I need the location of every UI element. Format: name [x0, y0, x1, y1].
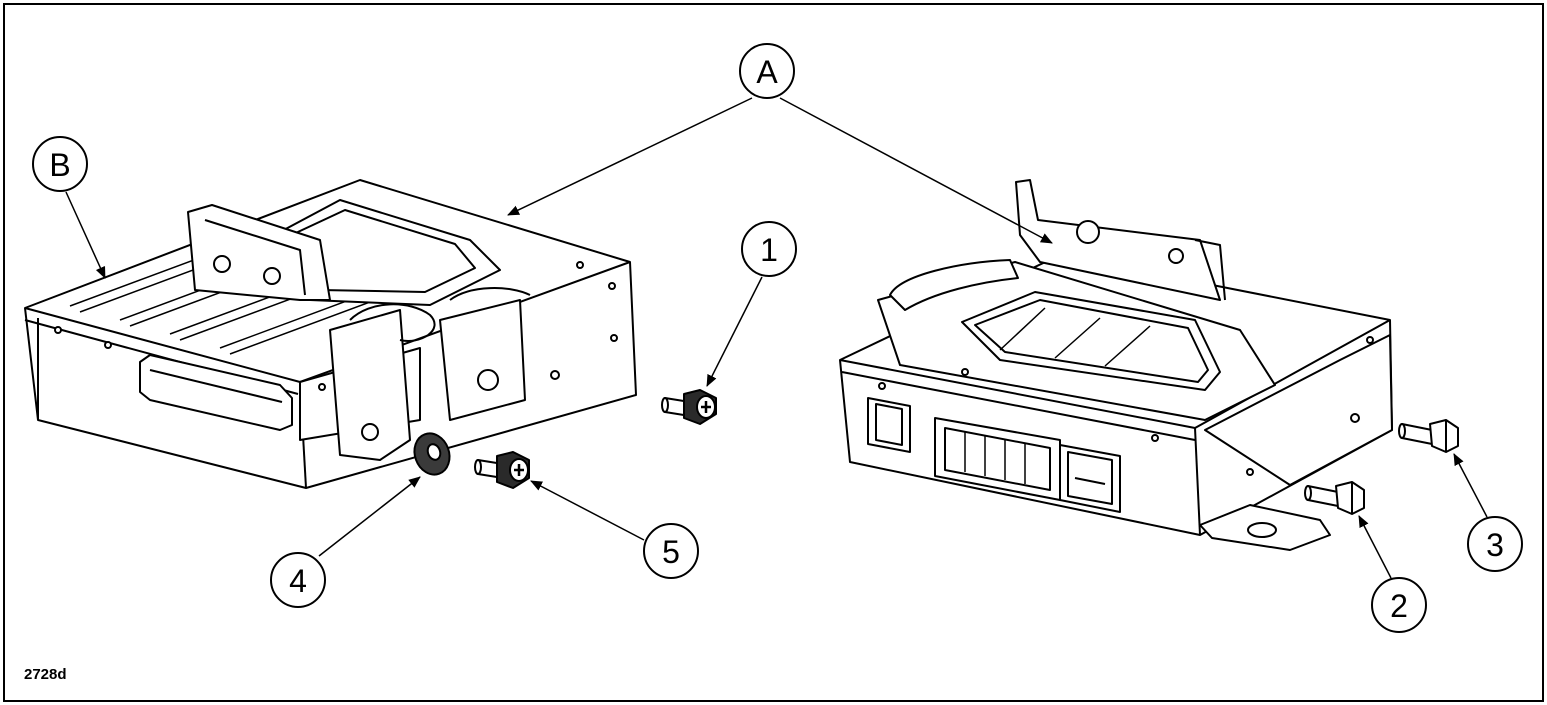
- leader-1: [706, 276, 763, 387]
- leader-5: [530, 480, 645, 541]
- callout-5: 5: [643, 523, 699, 579]
- callout-4-label: 4: [289, 563, 307, 599]
- callout-2: 2: [1371, 577, 1427, 633]
- washer-4-icon: [413, 432, 451, 476]
- leader-b: [65, 191, 106, 279]
- screw-1-icon: [661, 389, 717, 425]
- left-module-assembly: [24, 179, 637, 489]
- figure-border: [3, 3, 1544, 702]
- callout-1-label: 1: [760, 232, 778, 268]
- leader-a-left: [507, 97, 753, 216]
- leader-4: [318, 476, 421, 557]
- leader-3: [1453, 453, 1488, 518]
- callout-2-label: 2: [1390, 588, 1408, 624]
- bolt-3-icon: [1398, 419, 1459, 453]
- screw-5-icon: [474, 451, 530, 489]
- leader-a-right: [779, 97, 1053, 244]
- callout-b: B: [32, 136, 88, 192]
- callout-4: 4: [270, 552, 326, 608]
- figure-id: 2728d: [24, 666, 67, 683]
- bolt-2-icon: [1304, 481, 1365, 515]
- callout-3-label: 3: [1486, 527, 1504, 563]
- leader-lines: [65, 97, 1488, 579]
- callout-b-label: B: [49, 147, 70, 183]
- callout-1: 1: [741, 221, 797, 277]
- leader-2: [1358, 515, 1392, 579]
- callout-5-label: 5: [662, 534, 680, 570]
- callout-a-label: A: [756, 54, 778, 90]
- callout-3: 3: [1467, 516, 1523, 572]
- callout-a: A: [739, 43, 795, 99]
- right-module-assembly: [839, 179, 1393, 551]
